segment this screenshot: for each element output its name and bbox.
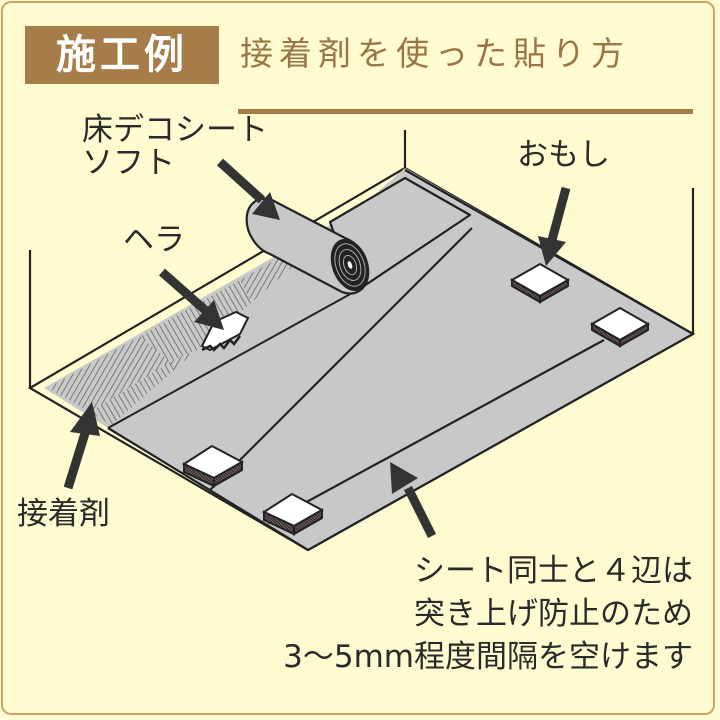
label-weight: おもし (517, 137, 610, 173)
arrows (63, 158, 571, 539)
note-line-2: 突き上げ防止のため (414, 596, 693, 632)
arrow-to-spatula-icon (159, 268, 224, 330)
gap-note: シート同士と４辺は 突き上げ防止のため 3〜5mm程度間隔を空けます (283, 550, 693, 679)
weight-4 (261, 492, 325, 536)
subtitle-underline (238, 109, 693, 114)
sheet-roll (245, 197, 370, 295)
label-spatula: ヘラ (123, 222, 185, 258)
label-adhesive: 接着剤 (17, 496, 110, 532)
note-line-3: 3〜5mm程度間隔を空けます (283, 639, 693, 675)
weight-2 (589, 306, 651, 348)
weights (181, 262, 651, 536)
weight-1 (509, 262, 571, 304)
label-sheet-line2: ソフト (82, 145, 175, 181)
note-line-1: シート同士と４辺は (414, 553, 693, 589)
arrow-to-roll-icon (216, 158, 280, 220)
wall-lines (28, 130, 695, 388)
floor-sheets (107, 168, 694, 551)
section-badge: 施工例 (25, 26, 219, 84)
arrow-to-weight-icon (538, 186, 571, 266)
arrow-to-gap-icon (390, 462, 437, 539)
weight-3 (181, 444, 245, 488)
arrow-to-adhesive-icon (63, 402, 100, 490)
label-sheet-line1: 床デコシート (82, 112, 268, 148)
section-subtitle: 接着剤を使った貼り方 (240, 34, 630, 73)
